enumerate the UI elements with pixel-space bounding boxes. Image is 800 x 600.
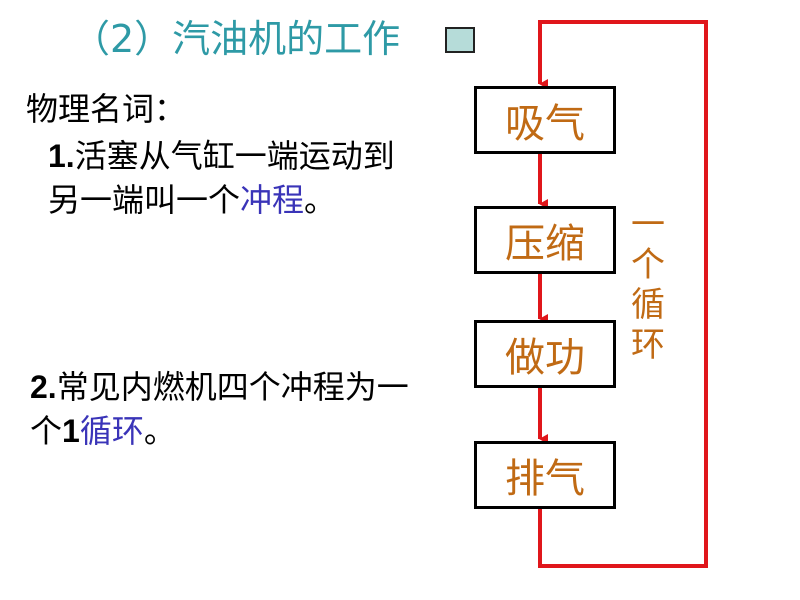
stage-compression: 压缩 xyxy=(474,206,616,274)
definition-1-highlight: 冲程 xyxy=(240,181,305,219)
definition-2: 2.常见内燃机四个冲程为一个1循环。 xyxy=(30,365,440,453)
definition-2-highlight: 循环 xyxy=(79,412,144,450)
definition-1-text: 活塞从气缸一端运动到另一端叫一个 xyxy=(48,137,395,219)
cycle-label-char: 个 xyxy=(631,245,665,285)
cycle-return-loop xyxy=(538,20,708,568)
definition-2-number-inline: 1 xyxy=(62,413,80,449)
definition-1: 1.活塞从气缸一端运动到另一端叫一个冲程。 xyxy=(48,134,418,222)
stage-power: 做功 xyxy=(474,320,616,388)
slide-title: （2）汽油机的工作 xyxy=(72,17,401,61)
definition-1-end: 。 xyxy=(304,181,337,219)
terms-heading: 物理名词： xyxy=(26,90,187,128)
cycle-label-char: 一 xyxy=(631,205,665,245)
stage-exhaust: 排气 xyxy=(474,441,616,509)
definition-1-number: 1. xyxy=(48,138,75,174)
definition-2-end: 。 xyxy=(143,412,176,450)
cycle-label: 一 个 循 环 xyxy=(628,205,668,365)
slide-icon xyxy=(445,27,475,53)
cycle-label-char: 环 xyxy=(631,325,665,365)
definition-2-text: 常见内燃机四个冲程为一个 xyxy=(30,368,409,450)
definition-2-number: 2. xyxy=(30,369,57,405)
cycle-label-char: 循 xyxy=(631,285,665,325)
stage-intake: 吸气 xyxy=(474,86,616,154)
